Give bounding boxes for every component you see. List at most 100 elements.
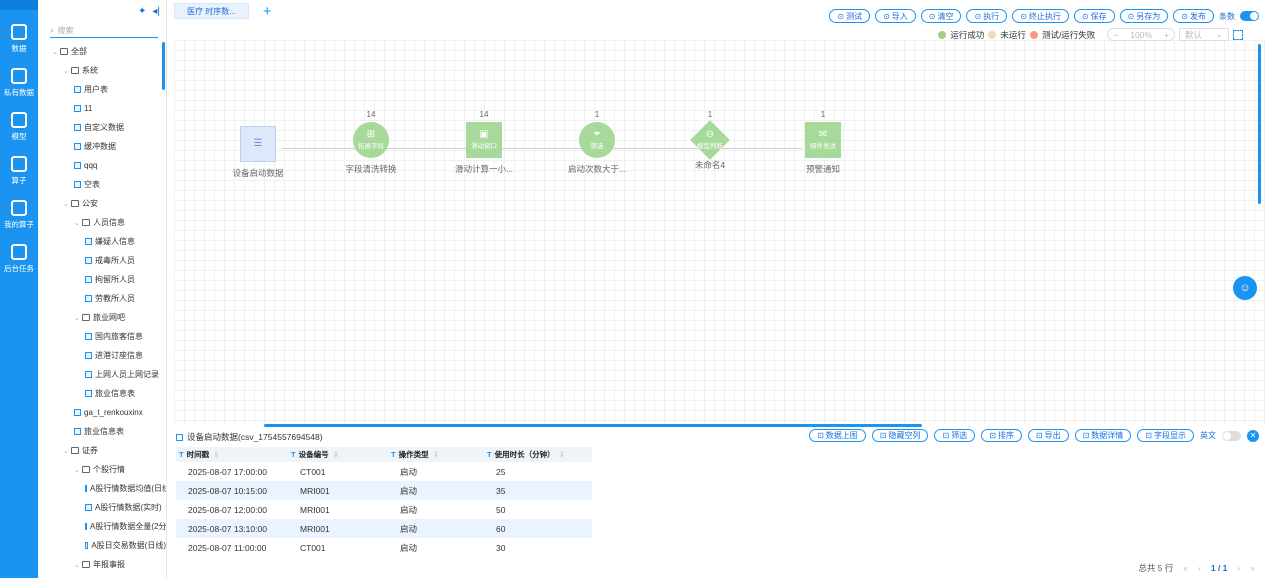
- text-type-icon: T: [179, 450, 184, 459]
- nav-item-2[interactable]: 模型: [0, 112, 38, 142]
- count-toggle[interactable]: [1240, 11, 1259, 21]
- zoom-in-icon[interactable]: +: [1164, 29, 1169, 40]
- chevron-down-icon[interactable]: ⌄: [74, 466, 80, 474]
- tree-node[interactable]: A股行情数据全量(2分: [38, 517, 166, 536]
- tree-node[interactable]: qqq: [38, 156, 166, 175]
- chevron-down-icon[interactable]: ⌄: [74, 219, 80, 227]
- tree-node[interactable]: 11: [38, 99, 166, 118]
- tree-node[interactable]: 旅业信息表: [38, 422, 166, 441]
- close-icon[interactable]: ✕: [1247, 429, 1259, 442]
- lang-toggle[interactable]: [1222, 430, 1241, 441]
- canvas-scrollbar[interactable]: [1258, 44, 1261, 204]
- flow-node[interactable]: 1⊖模型判断未命名4: [650, 110, 770, 171]
- tree-node[interactable]: 缓冲数据: [38, 137, 166, 156]
- toolbar-button-1[interactable]: ⊙导入: [875, 9, 916, 23]
- tree-node[interactable]: ⌄年报事报: [38, 555, 166, 574]
- flow-node-box[interactable]: ⊖模型判断: [690, 120, 730, 160]
- flow-node-box[interactable]: ⏷筛选: [579, 122, 615, 158]
- preview-button-6[interactable]: ⊡字段显示: [1137, 429, 1194, 442]
- nav-item-3[interactable]: 算子: [0, 156, 38, 186]
- preview-button-2[interactable]: ⊡筛选: [934, 429, 976, 442]
- toolbar-button-4[interactable]: ⊙终止执行: [1012, 9, 1069, 23]
- tree-node[interactable]: 劳教所人员: [38, 289, 166, 308]
- zoom-out-icon[interactable]: −: [1113, 29, 1119, 40]
- flow-node-box[interactable]: ▣滑动窗口: [466, 122, 502, 158]
- tree-node[interactable]: ⌄人员信息: [38, 213, 166, 232]
- sort-icon[interactable]: ⇕: [558, 450, 565, 459]
- tree-node[interactable]: ga_t_renkouxinx: [38, 403, 166, 422]
- tree-node[interactable]: 进港订座信息: [38, 346, 166, 365]
- preview-button-4[interactable]: ⊡导出: [1027, 429, 1069, 442]
- toolbar-button-6[interactable]: ⊙另存为: [1119, 9, 1169, 23]
- flow-node[interactable]: 1⏷筛选启动次数大于...: [537, 110, 657, 175]
- flow-node[interactable]: 1✉邮件发送预警通知: [763, 110, 883, 175]
- nav-item-4[interactable]: 我的算子: [0, 200, 38, 230]
- preview-button-5[interactable]: ⊡数据详情: [1074, 429, 1132, 442]
- flow-node[interactable]: 14⊞拓展字段字段清洗转换: [311, 110, 431, 175]
- tree-node[interactable]: A股日交易数据(日线): [38, 536, 166, 555]
- toolbar-button-0[interactable]: ⊙测试: [829, 9, 871, 23]
- preview-button-1[interactable]: ⊡隐藏空列: [871, 429, 929, 442]
- tree-search-input[interactable]: ⌕ 搜索: [50, 24, 158, 38]
- tree-node[interactable]: 嫌疑人信息: [38, 232, 166, 251]
- sort-icon[interactable]: ⇕: [213, 450, 220, 459]
- tree-node[interactable]: 空表: [38, 175, 166, 194]
- tree-node[interactable]: ⌄旅业网吧: [38, 308, 166, 327]
- collapse-icon[interactable]: ◂|: [152, 5, 160, 17]
- tree-node[interactable]: 旅业信息表: [38, 384, 166, 403]
- chevron-down-icon[interactable]: ⌄: [63, 200, 69, 208]
- preview-button-3[interactable]: ⊡排序: [981, 429, 1022, 442]
- zoom-control[interactable]: − 100% +: [1107, 28, 1175, 41]
- chat-assistant-icon[interactable]: ☺: [1233, 276, 1257, 300]
- tree-node[interactable]: ⌄系统: [38, 61, 166, 80]
- preview-button-0[interactable]: ⊡数据上图: [809, 429, 866, 442]
- tree-node[interactable]: ⌄个股行情: [38, 460, 166, 479]
- layout-select[interactable]: 默认 ⌄: [1179, 28, 1229, 41]
- tree-node[interactable]: ⌄证券: [38, 441, 166, 460]
- flow-node-box[interactable]: ☰: [240, 126, 276, 162]
- tree-scrollbar[interactable]: [162, 42, 165, 90]
- prev-page-icon[interactable]: ‹: [1198, 563, 1201, 573]
- tree-node[interactable]: 国内旅客信息: [38, 327, 166, 346]
- fit-view-icon[interactable]: [1233, 29, 1243, 40]
- first-page-icon[interactable]: «: [1183, 563, 1189, 573]
- flow-node-box[interactable]: ⊞拓展字段: [353, 122, 389, 158]
- sort-icon[interactable]: ⇕: [432, 450, 439, 459]
- pin-icon[interactable]: ✦: [137, 5, 147, 17]
- flow-node[interactable]: 14▣滑动窗口滑动计算一小...: [424, 110, 544, 175]
- flow-node-box[interactable]: ✉邮件发送: [805, 122, 841, 158]
- tree-node[interactable]: A股行情数据(实时): [38, 498, 166, 517]
- tree-node[interactable]: 拘留所人员: [38, 270, 166, 289]
- nav-item-0[interactable]: 数据: [0, 24, 38, 54]
- horizontal-scrollbar[interactable]: [264, 424, 922, 427]
- add-tab-icon[interactable]: +: [262, 2, 272, 20]
- tab-flow[interactable]: 医疗 时序数...: [174, 3, 249, 19]
- tree-node[interactable]: ⌄全部: [38, 42, 166, 61]
- toolbar-button-2[interactable]: ⊙清空: [920, 9, 962, 23]
- chevron-down-icon[interactable]: ⌄: [63, 67, 69, 75]
- chevron-down-icon[interactable]: ⌄: [74, 314, 80, 322]
- last-page-icon[interactable]: »: [1250, 563, 1255, 573]
- flow-node[interactable]: ☰设备启动数据: [198, 110, 318, 179]
- chevron-down-icon[interactable]: ⌄: [52, 48, 58, 56]
- chevron-down-icon[interactable]: ⌄: [63, 447, 69, 455]
- toolbar-button-7[interactable]: ⊙发布: [1173, 9, 1214, 23]
- tree-node[interactable]: 自定义数据: [38, 118, 166, 137]
- next-page-icon[interactable]: ›: [1237, 563, 1241, 573]
- sort-icon[interactable]: ⇕: [332, 450, 339, 459]
- tree-node[interactable]: 上网人员上网记录: [38, 365, 166, 384]
- toolbar-button-5[interactable]: ⊙保存: [1073, 9, 1115, 23]
- tree-node[interactable]: 用户表: [38, 80, 166, 99]
- tree-node[interactable]: A股行情数据均值(日线): [38, 479, 166, 498]
- toolbar-button-3[interactable]: ⊙执行: [966, 9, 1008, 23]
- chevron-down-icon[interactable]: ⌄: [74, 561, 80, 569]
- nav-item-5[interactable]: 后台任务: [0, 244, 38, 274]
- tree-node[interactable]: 戒毒所人员: [38, 251, 166, 270]
- tree-node[interactable]: ⌄公安: [38, 194, 166, 213]
- nav-item-1[interactable]: 私有数据: [0, 68, 38, 98]
